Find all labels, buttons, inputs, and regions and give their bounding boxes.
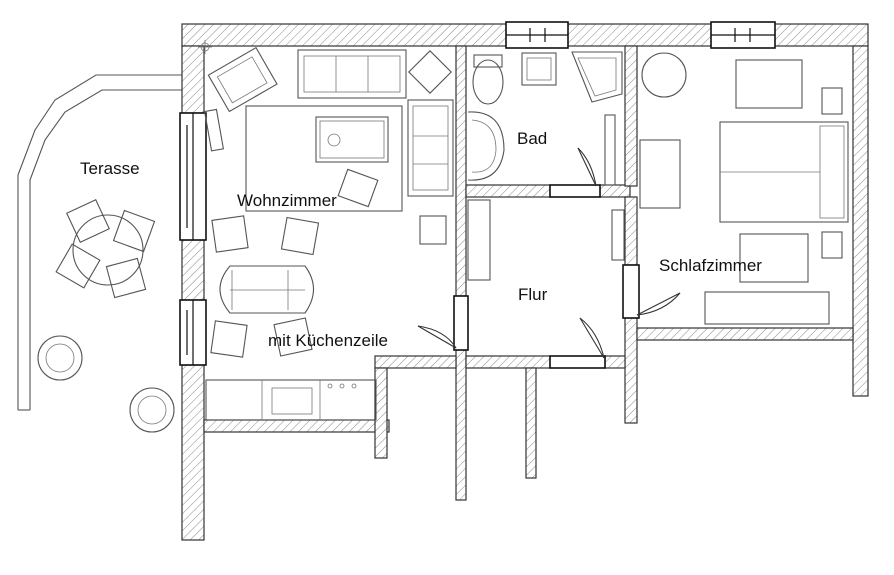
terrace-outline	[17, 74, 182, 411]
bedroom-window-icon	[710, 21, 776, 49]
coffee-table-icon	[315, 116, 389, 163]
room-label-hallway: Flur	[518, 285, 548, 304]
chair-icon	[641, 52, 687, 98]
garden-chair-icon	[66, 199, 110, 243]
walls	[181, 23, 869, 541]
side-table-icon	[408, 50, 452, 94]
towel-rail-icon	[604, 114, 616, 186]
sink-icon	[521, 52, 557, 86]
rug-icon	[245, 105, 403, 212]
toilet-icon	[472, 54, 504, 105]
armchair-icon	[337, 168, 379, 208]
room-label-bedroom: Schlafzimmer	[659, 256, 762, 275]
bedroom-furniture	[639, 52, 849, 325]
dresser-icon	[639, 139, 681, 209]
hallway-furniture	[467, 199, 625, 281]
bath-furniture	[467, 51, 623, 186]
garden-chair-icon	[105, 257, 147, 299]
living-door-icon	[417, 295, 469, 351]
room-label-kitchen: mit Küchenzeile	[268, 331, 388, 350]
doors	[417, 147, 681, 369]
planter-icon	[37, 335, 83, 381]
living-window-icon	[179, 112, 207, 241]
garden-table-icon	[72, 214, 144, 286]
terrace-furniture	[37, 199, 175, 433]
dining-chair-icon	[273, 317, 313, 357]
garden-chair-icon	[112, 209, 156, 253]
dining-chair-icon	[280, 216, 320, 256]
living-furniture	[198, 40, 454, 421]
shower-icon	[467, 111, 505, 181]
dining-chair-icon	[210, 320, 248, 358]
nightstand-icon	[821, 231, 843, 259]
windows	[179, 21, 776, 366]
room-label-bath: Bad	[517, 129, 547, 148]
bed-icon	[719, 121, 849, 223]
dining-table-icon	[219, 265, 315, 314]
bath-window-icon	[505, 21, 569, 49]
kitchen-counter-icon	[205, 379, 377, 421]
bench-icon	[704, 291, 830, 325]
dining-chair-icon	[211, 215, 249, 253]
room-label-living: Wohnzimmer	[237, 191, 337, 210]
planter-icon	[129, 387, 175, 433]
recliner-icon	[207, 46, 278, 113]
kitchen-window-icon	[179, 299, 207, 366]
radiator-icon	[203, 108, 225, 152]
nightstand-icon	[821, 87, 843, 115]
room-label-terrace: Terasse	[80, 159, 140, 178]
plant-stand-icon	[419, 215, 447, 245]
rug-icon	[739, 233, 809, 283]
bathtub-icon	[571, 51, 623, 103]
garden-chair-icon	[55, 243, 101, 289]
bedroom-door-icon	[622, 264, 681, 319]
shelf-icon	[611, 209, 625, 261]
sofa-icon	[297, 49, 407, 99]
compass-icon	[198, 40, 212, 54]
bath-door-icon	[549, 147, 601, 198]
side-sofa-icon	[407, 99, 454, 197]
entrance-door-icon	[549, 317, 606, 369]
wardrobe-icon	[467, 199, 491, 281]
desk-icon	[735, 59, 803, 109]
